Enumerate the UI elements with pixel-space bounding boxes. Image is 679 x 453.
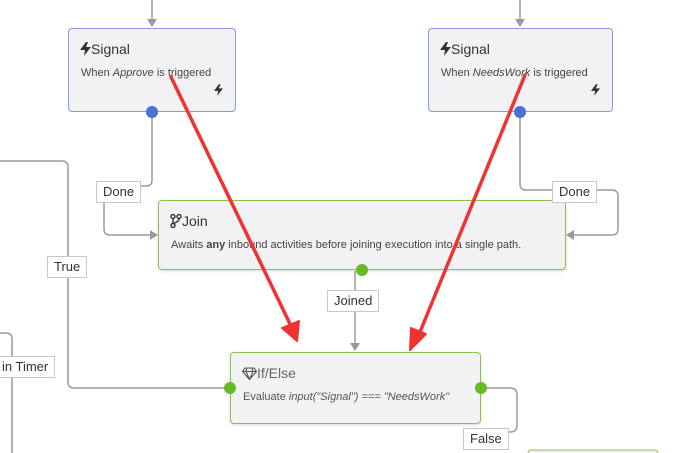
join-title: Join <box>182 213 208 229</box>
ifelse-node[interactable]: If/Else Evaluate input("Signal") === "Ne… <box>230 352 481 424</box>
edge-label-timer[interactable]: in Timer <box>0 356 56 378</box>
join-node[interactable]: Join Awaits any inbound activities befor… <box>158 200 566 270</box>
signal-description: When NeedsWork is triggered <box>441 67 588 79</box>
partial-node-bottom-right[interactable] <box>527 449 659 453</box>
diamond-icon <box>242 366 257 380</box>
annotation-arrow <box>409 73 527 351</box>
edge-label-done[interactable]: Done <box>96 181 142 203</box>
signal-title: Signal <box>451 41 490 57</box>
edge-label-false[interactable]: False <box>463 428 509 450</box>
output-connector[interactable] <box>146 106 158 118</box>
output-connector[interactable] <box>514 106 526 118</box>
lightning-icon <box>80 42 91 56</box>
edge-label-true[interactable]: True <box>47 256 88 278</box>
lightning-icon <box>440 42 451 56</box>
signal-approve-node[interactable]: Signal When Approve is triggered <box>68 28 236 112</box>
incoming-edge-approve <box>147 0 157 27</box>
edge-false[interactable] <box>481 387 518 433</box>
signal-name: Approve <box>112 67 154 79</box>
ifelse-description: Evaluate input("Signal") === "NeedsWork" <box>243 391 450 403</box>
output-connector[interactable] <box>356 264 368 276</box>
output-connector[interactable] <box>224 382 236 394</box>
join-description: Awaits any inbound activities before joi… <box>171 239 522 251</box>
lightning-icon <box>214 84 223 96</box>
edge-label-done[interactable]: Done <box>552 181 598 203</box>
edge-timer[interactable] <box>0 332 13 453</box>
signal-title: Signal <box>91 41 130 57</box>
signal-name: NeedsWork <box>472 67 531 79</box>
branch-join-icon <box>170 214 182 228</box>
ifelse-title: If/Else <box>257 365 296 381</box>
edge-label-joined[interactable]: Joined <box>327 290 380 312</box>
incoming-edge-needswork <box>515 0 525 27</box>
ifelse-expression: input("Signal") === "NeedsWork" <box>288 391 450 403</box>
signal-description: When Approve is triggered <box>81 67 212 79</box>
output-connector[interactable] <box>475 382 487 394</box>
lightning-icon <box>591 84 600 96</box>
edge-needswork-done[interactable] <box>519 112 619 240</box>
annotation-arrow <box>169 75 300 342</box>
signal-needswork-node[interactable]: Signal When NeedsWork is triggered <box>428 28 613 112</box>
